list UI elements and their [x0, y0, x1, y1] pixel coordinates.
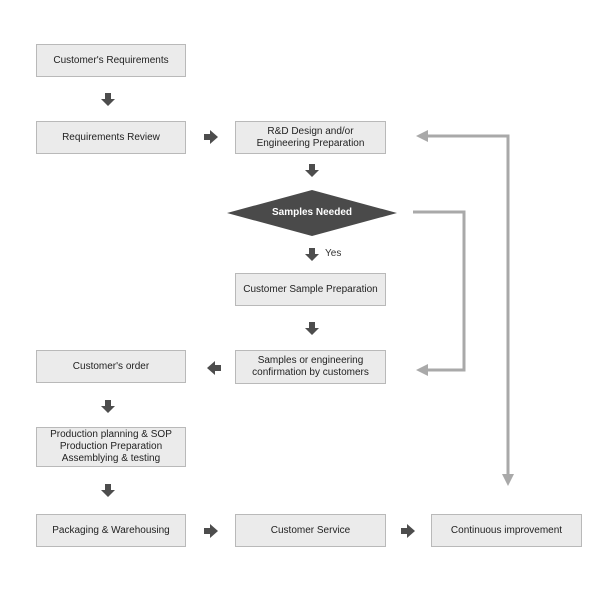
feedback-line-no-samples — [413, 210, 466, 372]
customers-order-label: Customer's order — [72, 360, 150, 372]
yes-label: Yes — [325, 248, 342, 259]
arrow-right-review-to-rd — [204, 130, 218, 144]
arrow-left-confirmation-to-order — [207, 361, 221, 375]
arrow-down-sample-prep-to-confirmation — [305, 322, 319, 335]
continuous-improvement-label: Continuous improvement — [450, 524, 563, 536]
requirements-review-label: Requirements Review — [62, 131, 160, 143]
continuous-improvement-box: Continuous improvement — [431, 514, 582, 547]
feedback-line-improvement-loop — [426, 134, 510, 476]
packaging-box: Packaging & Warehousing — [36, 514, 186, 547]
arrow-right-service-to-improvement — [401, 524, 415, 538]
samples-confirmation-box: Samples or engineering confirmation by c… — [235, 350, 386, 384]
feedback-arrowhead-to-improvement — [502, 474, 514, 486]
customer-sample-preparation-box: Customer Sample Preparation — [235, 273, 386, 306]
production-label-line-2: Production Preparation — [59, 441, 163, 452]
customers-order-box: Customer's order — [36, 350, 186, 383]
arrow-down-production-to-packaging — [101, 484, 115, 497]
arrow-right-packaging-to-service — [204, 524, 218, 538]
arrow-down-rd-to-decision — [305, 164, 319, 177]
production-box: Production planning & SOP Production Pre… — [36, 427, 186, 467]
samples-needed-decision — [227, 190, 397, 236]
feedback-arrowhead-to-confirmation — [416, 364, 428, 376]
samples-confirmation-label-line-2: confirmation by customers — [252, 367, 369, 378]
customer-sample-preparation-label: Customer Sample Preparation — [243, 283, 378, 295]
production-label-line-1: Production planning & SOP — [50, 429, 172, 440]
samples-confirmation-label-line-1: Samples or engineering — [257, 355, 364, 366]
packaging-label: Packaging & Warehousing — [52, 524, 170, 536]
rd-design-label-line-1: R&D Design and/or — [267, 125, 354, 137]
feedback-arrowhead-to-rd — [416, 130, 428, 142]
arrow-down-order-to-production — [101, 400, 115, 413]
production-label-line-3: Assemblying & testing — [61, 453, 161, 464]
customer-service-label: Customer Service — [270, 524, 351, 536]
customers-requirements-box: Customer's Requirements — [36, 44, 186, 77]
samples-needed-label: Samples Needed — [271, 207, 353, 218]
customers-requirements-label: Customer's Requirements — [53, 54, 169, 66]
requirements-review-box: Requirements Review — [36, 121, 186, 154]
customer-service-box: Customer Service — [235, 514, 386, 547]
arrow-down-yes-to-sample-prep — [305, 248, 319, 261]
arrow-down-requirements-to-review — [101, 93, 115, 106]
rd-design-box: R&D Design and/or Engineering Preparatio… — [235, 121, 386, 154]
rd-design-label-line-2: Engineering Preparation — [256, 137, 365, 149]
